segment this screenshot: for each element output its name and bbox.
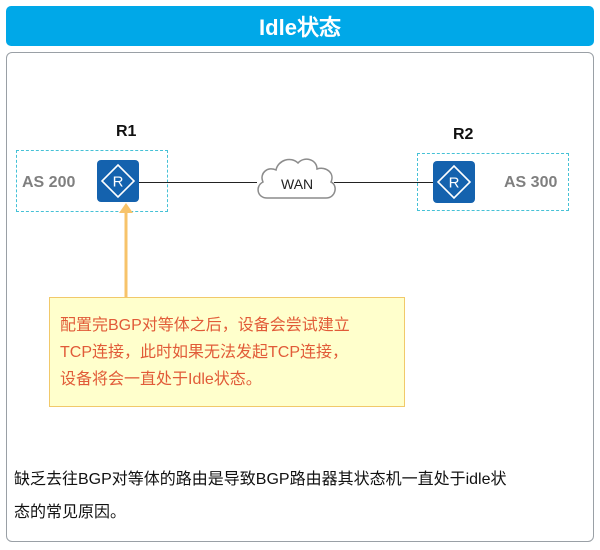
diagram-panel (6, 52, 594, 542)
footer-explanation: 缺乏去往BGP对等体的路由是导致BGP路由器其状态机一直处于idle状 态的常见… (14, 463, 594, 529)
footer-line-1: 缺乏去往BGP对等体的路由是导致BGP路由器其状态机一直处于idle状 (14, 471, 507, 488)
as-200-box (16, 150, 168, 212)
footer-line-2: 态的常见原因。 (14, 504, 127, 521)
wan-label: WAN (281, 176, 314, 192)
link-wan-r2 (334, 182, 433, 183)
router-r1-icon: R (97, 160, 139, 202)
router-r2-icon: R (433, 161, 475, 203)
router-r1-label: R1 (116, 123, 137, 140)
router-r2-glyph: R (449, 175, 460, 192)
callout-line-2: TCP连接，此时如果无法发起TCP连接， (60, 344, 349, 361)
arrow-up-icon (119, 203, 133, 299)
link-r1-wan (139, 182, 257, 183)
as-200-label: AS 200 (22, 174, 76, 191)
router-r1-glyph: R (113, 174, 124, 191)
page-title: Idle状态 (6, 6, 594, 46)
callout-line-1: 配置完BGP对等体之后，设备会尝试建立 (60, 317, 350, 334)
wan-cloud-icon (257, 158, 336, 199)
as-300-label: AS 300 (504, 174, 558, 191)
idle-callout: 配置完BGP对等体之后，设备会尝试建立 TCP连接，此时如果无法发起TCP连接，… (49, 297, 405, 407)
callout-line-3: 设备将会一直处于Idle状态。 (60, 371, 262, 388)
router-r2-label: R2 (453, 126, 474, 143)
